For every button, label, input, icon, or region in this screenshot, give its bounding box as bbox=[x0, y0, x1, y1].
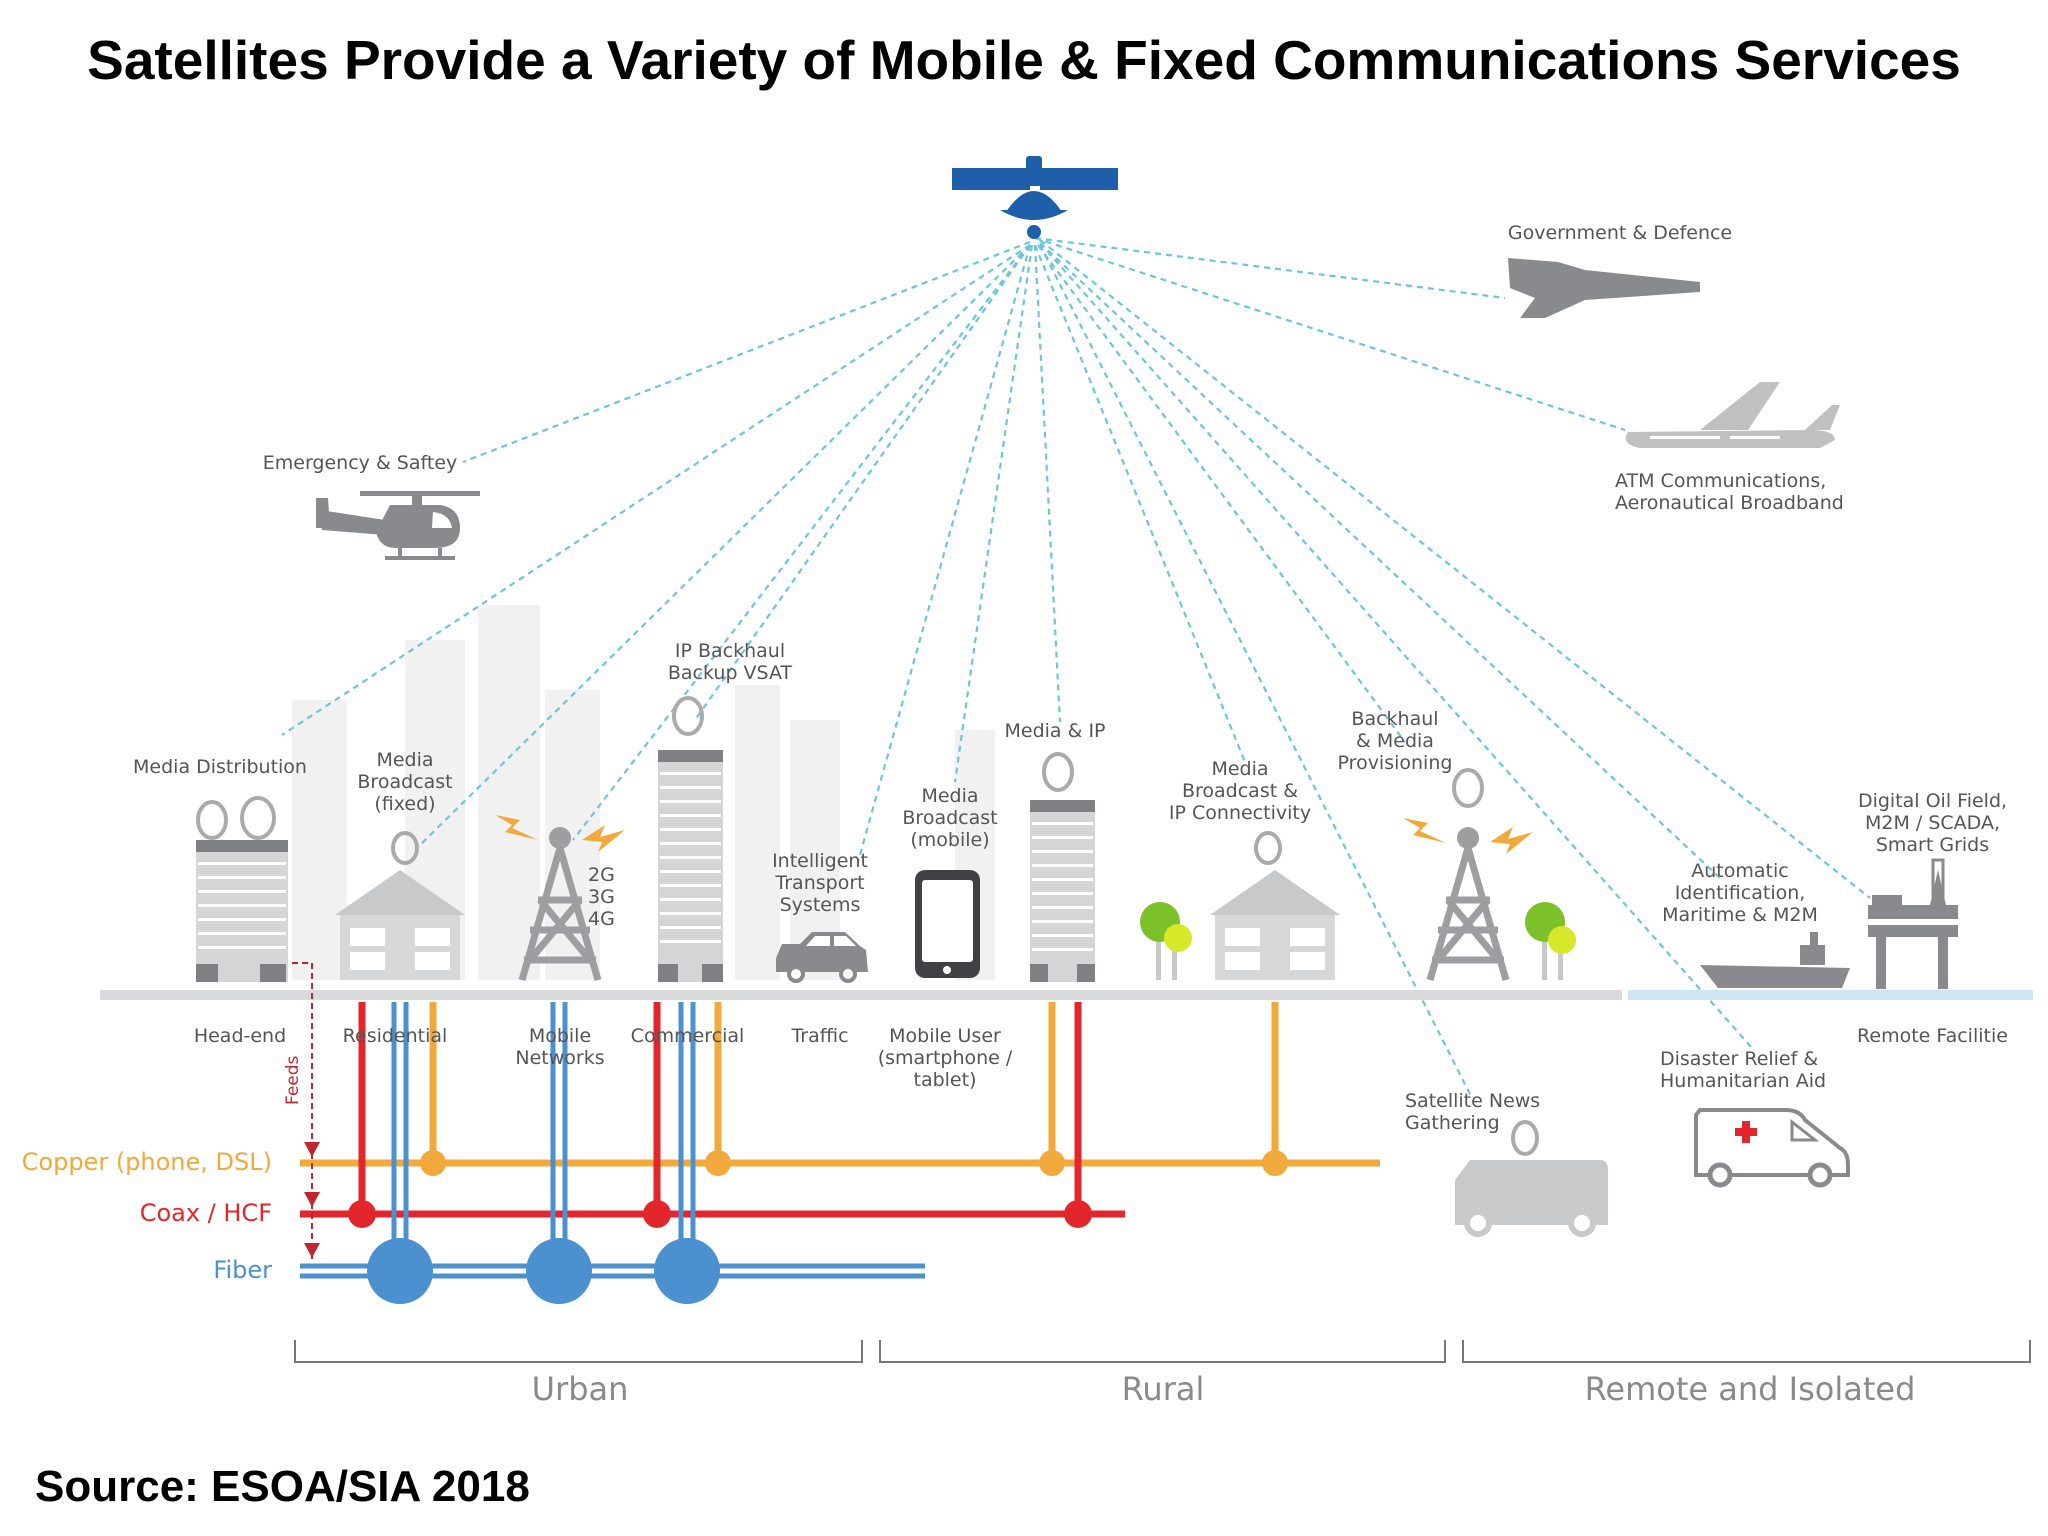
legend-copper: Copper (phone, DSL) bbox=[21, 1148, 272, 1176]
label-ip-backhaul: IP Backhaul Backup VSAT bbox=[667, 640, 793, 684]
news-van-icon bbox=[1455, 1120, 1608, 1237]
cell-tower-icon bbox=[518, 827, 602, 981]
label-satellite-news: Satellite News Gathering bbox=[1405, 1090, 1541, 1134]
region-urban: Urban bbox=[531, 1370, 629, 1408]
label-disaster-relief: Disaster Relief & Humanitarian Aid bbox=[1660, 1048, 1827, 1092]
label-media-broadcast-mobile: Media Broadcast (mobile) bbox=[902, 785, 998, 851]
coax-nodes bbox=[348, 1200, 1092, 1228]
region-remote-isolated: Remote and Isolated bbox=[1584, 1370, 1916, 1408]
source-caption: Source: ESOA/SIA 2018 bbox=[35, 1462, 530, 1511]
label-media-ip: Media & IP bbox=[1004, 720, 1106, 742]
fighter-jet-icon bbox=[1508, 258, 1700, 318]
headend-building-icon bbox=[196, 796, 288, 982]
media-ip-building-icon bbox=[1030, 752, 1095, 982]
rural-house-icon bbox=[1210, 831, 1340, 980]
fiber-nodes bbox=[367, 1238, 720, 1304]
tree-icon-right bbox=[1525, 902, 1576, 980]
page-title: Satellites Provide a Variety of Mobile &… bbox=[87, 29, 1961, 91]
ambulance-icon bbox=[1694, 1108, 1850, 1188]
label-automatic-identification: Automatic Identification, Maritime & M2M bbox=[1662, 860, 1818, 926]
satellite-icon bbox=[952, 156, 1118, 239]
label-head-end: Head-end bbox=[193, 1025, 287, 1047]
tree-icon bbox=[1140, 902, 1192, 980]
label-media-distribution: Media Distribution bbox=[133, 756, 307, 778]
rural-cell-tower-icon bbox=[1426, 827, 1510, 981]
label-remote-facility: Remote Facilitie bbox=[1857, 1025, 2008, 1047]
legend-fiber: Fiber bbox=[213, 1256, 272, 1284]
residential-house-icon bbox=[335, 831, 465, 980]
satellite-beams bbox=[281, 236, 1871, 1099]
label-traffic: Traffic bbox=[791, 1025, 849, 1047]
label-mobile-networks: Mobile Networks bbox=[515, 1025, 605, 1069]
label-emergency-safety: Emergency & Saftey bbox=[262, 452, 458, 474]
coax-line bbox=[300, 1002, 1125, 1218]
copper-nodes bbox=[420, 1150, 1288, 1176]
rural-lightning-icon bbox=[1403, 818, 1533, 854]
label-residential: Residential bbox=[342, 1025, 448, 1047]
label-media-broadcast-ip: Media Broadcast & IP Connectivity bbox=[1168, 758, 1312, 824]
commercial-building-icon bbox=[658, 696, 723, 982]
copper-line bbox=[300, 1002, 1380, 1167]
label-backhaul-media: Backhaul & Media Provisioning bbox=[1337, 708, 1453, 774]
smartphone-icon bbox=[915, 870, 980, 978]
feeds-arrow bbox=[292, 962, 320, 1263]
region-rural: Rural bbox=[1121, 1370, 1205, 1408]
label-government-defence: Government & Defence bbox=[1507, 222, 1733, 244]
label-2g-3g-4g: 2G 3G 4G bbox=[588, 864, 615, 930]
ship-icon bbox=[1700, 932, 1850, 988]
rural-dish-icon bbox=[1452, 768, 1484, 808]
airliner-icon bbox=[1625, 382, 1840, 448]
oil-rig-icon bbox=[1868, 858, 1958, 989]
label-atm-communications: ATM Communications, Aeronautical Broadba… bbox=[1615, 470, 1844, 514]
region-brackets bbox=[294, 1340, 2031, 1363]
label-media-broadcast-fixed: Media Broadcast (fixed) bbox=[357, 749, 453, 815]
helicopter-icon bbox=[316, 491, 480, 560]
label-feeds: Feeds bbox=[283, 1055, 303, 1105]
ground-line bbox=[100, 990, 2033, 1000]
label-mobile-user: Mobile User (smartphone / tablet) bbox=[877, 1025, 1013, 1091]
label-commercial: Commercial bbox=[630, 1025, 745, 1047]
legend-coax: Coax / HCF bbox=[139, 1199, 272, 1227]
car-icon bbox=[776, 932, 868, 983]
label-digital-oil-field: Digital Oil Field, M2M / SCADA, Smart Gr… bbox=[1857, 790, 2008, 856]
lightning-icon bbox=[495, 815, 625, 852]
label-intelligent-transport: Intelligent Transport Systems bbox=[772, 850, 868, 916]
